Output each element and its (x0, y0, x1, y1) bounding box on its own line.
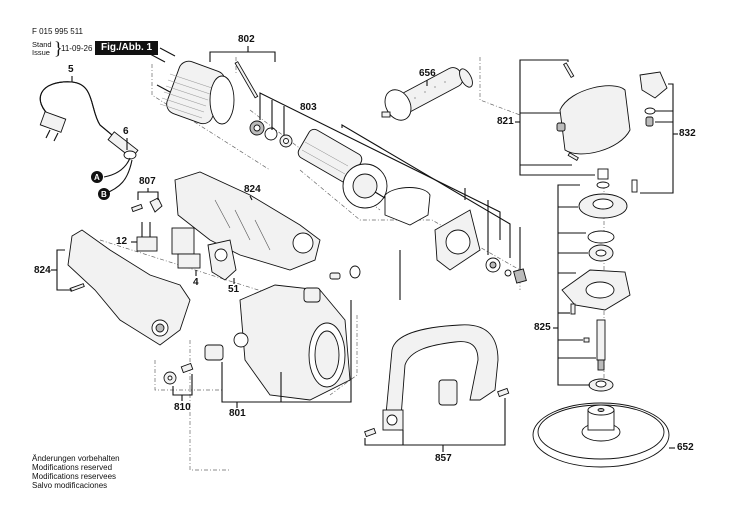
connector-b-label: B (101, 190, 107, 199)
part-label-12: 12 (116, 236, 128, 247)
part-label-832: 832 (679, 128, 696, 139)
part-label-803: 803 (300, 102, 317, 113)
part-number: F 015 995 511 (32, 27, 84, 36)
spindle-stack-drawing (561, 193, 631, 392)
carbon-brush-drawing (163, 362, 194, 385)
auxiliary-handle-drawing (381, 67, 473, 121)
gear-case-drawing (384, 187, 527, 284)
part-label-857: 857 (435, 453, 452, 464)
part-label-5: 5 (68, 64, 74, 75)
bow-handle-drawing (364, 324, 510, 438)
stand-label: Stand (32, 40, 52, 49)
part-label-801: 801 (229, 408, 246, 419)
notice-line-de: Änderungen vorbehalten (32, 454, 120, 463)
motor-housing-drawing (204, 265, 361, 401)
part-label-821: 821 (497, 116, 514, 127)
backing-pad-drawing (532, 402, 670, 468)
cord-clamp-drawing (131, 197, 163, 213)
part-label-824-top: 824 (244, 184, 261, 195)
issue-date: 11-09-26 (61, 44, 93, 53)
field-stator-drawing (149, 47, 259, 125)
part-label-810: 810 (174, 402, 191, 413)
issue-label: Issue (32, 48, 50, 57)
leader-lines (51, 46, 678, 452)
brace-glyph: } (54, 38, 63, 58)
gear-head-drawing (556, 62, 631, 189)
part-label-51: 51 (228, 284, 240, 295)
modifications-notice: Änderungen vorbehalten Modifications res… (32, 454, 120, 490)
part-label-807: 807 (139, 176, 156, 187)
part-label-802: 802 (238, 34, 255, 45)
power-cord-drawing (39, 81, 139, 195)
part-label-825: 825 (534, 322, 551, 333)
switch-drawing (171, 227, 201, 269)
connector-b: B (98, 188, 110, 200)
housing-shell-right-drawing (174, 171, 321, 271)
suppressor-drawing (136, 222, 158, 252)
switch-actuator-drawing (207, 239, 237, 281)
connector-a-label: A (94, 173, 100, 182)
part-label-652: 652 (677, 442, 694, 453)
armature-drawing (249, 120, 388, 209)
notice-line-en: Modifications reserved (32, 463, 113, 472)
stand-issue-label: Stand Issue (32, 41, 52, 57)
part-label-656: 656 (419, 68, 436, 79)
figure-badge: Fig./Abb. 1 (95, 41, 159, 55)
housing-shell-left-drawing (67, 229, 191, 346)
spindle-lock-drawing (631, 71, 668, 193)
notice-line-fr: Modifications reservees (32, 472, 117, 481)
notice-line-es: Salvo modificaciones (32, 481, 108, 490)
part-label-6: 6 (123, 126, 129, 137)
part-label-824-left: 824 (34, 265, 51, 276)
connector-a: A (91, 171, 103, 183)
part-label-4: 4 (193, 277, 199, 288)
